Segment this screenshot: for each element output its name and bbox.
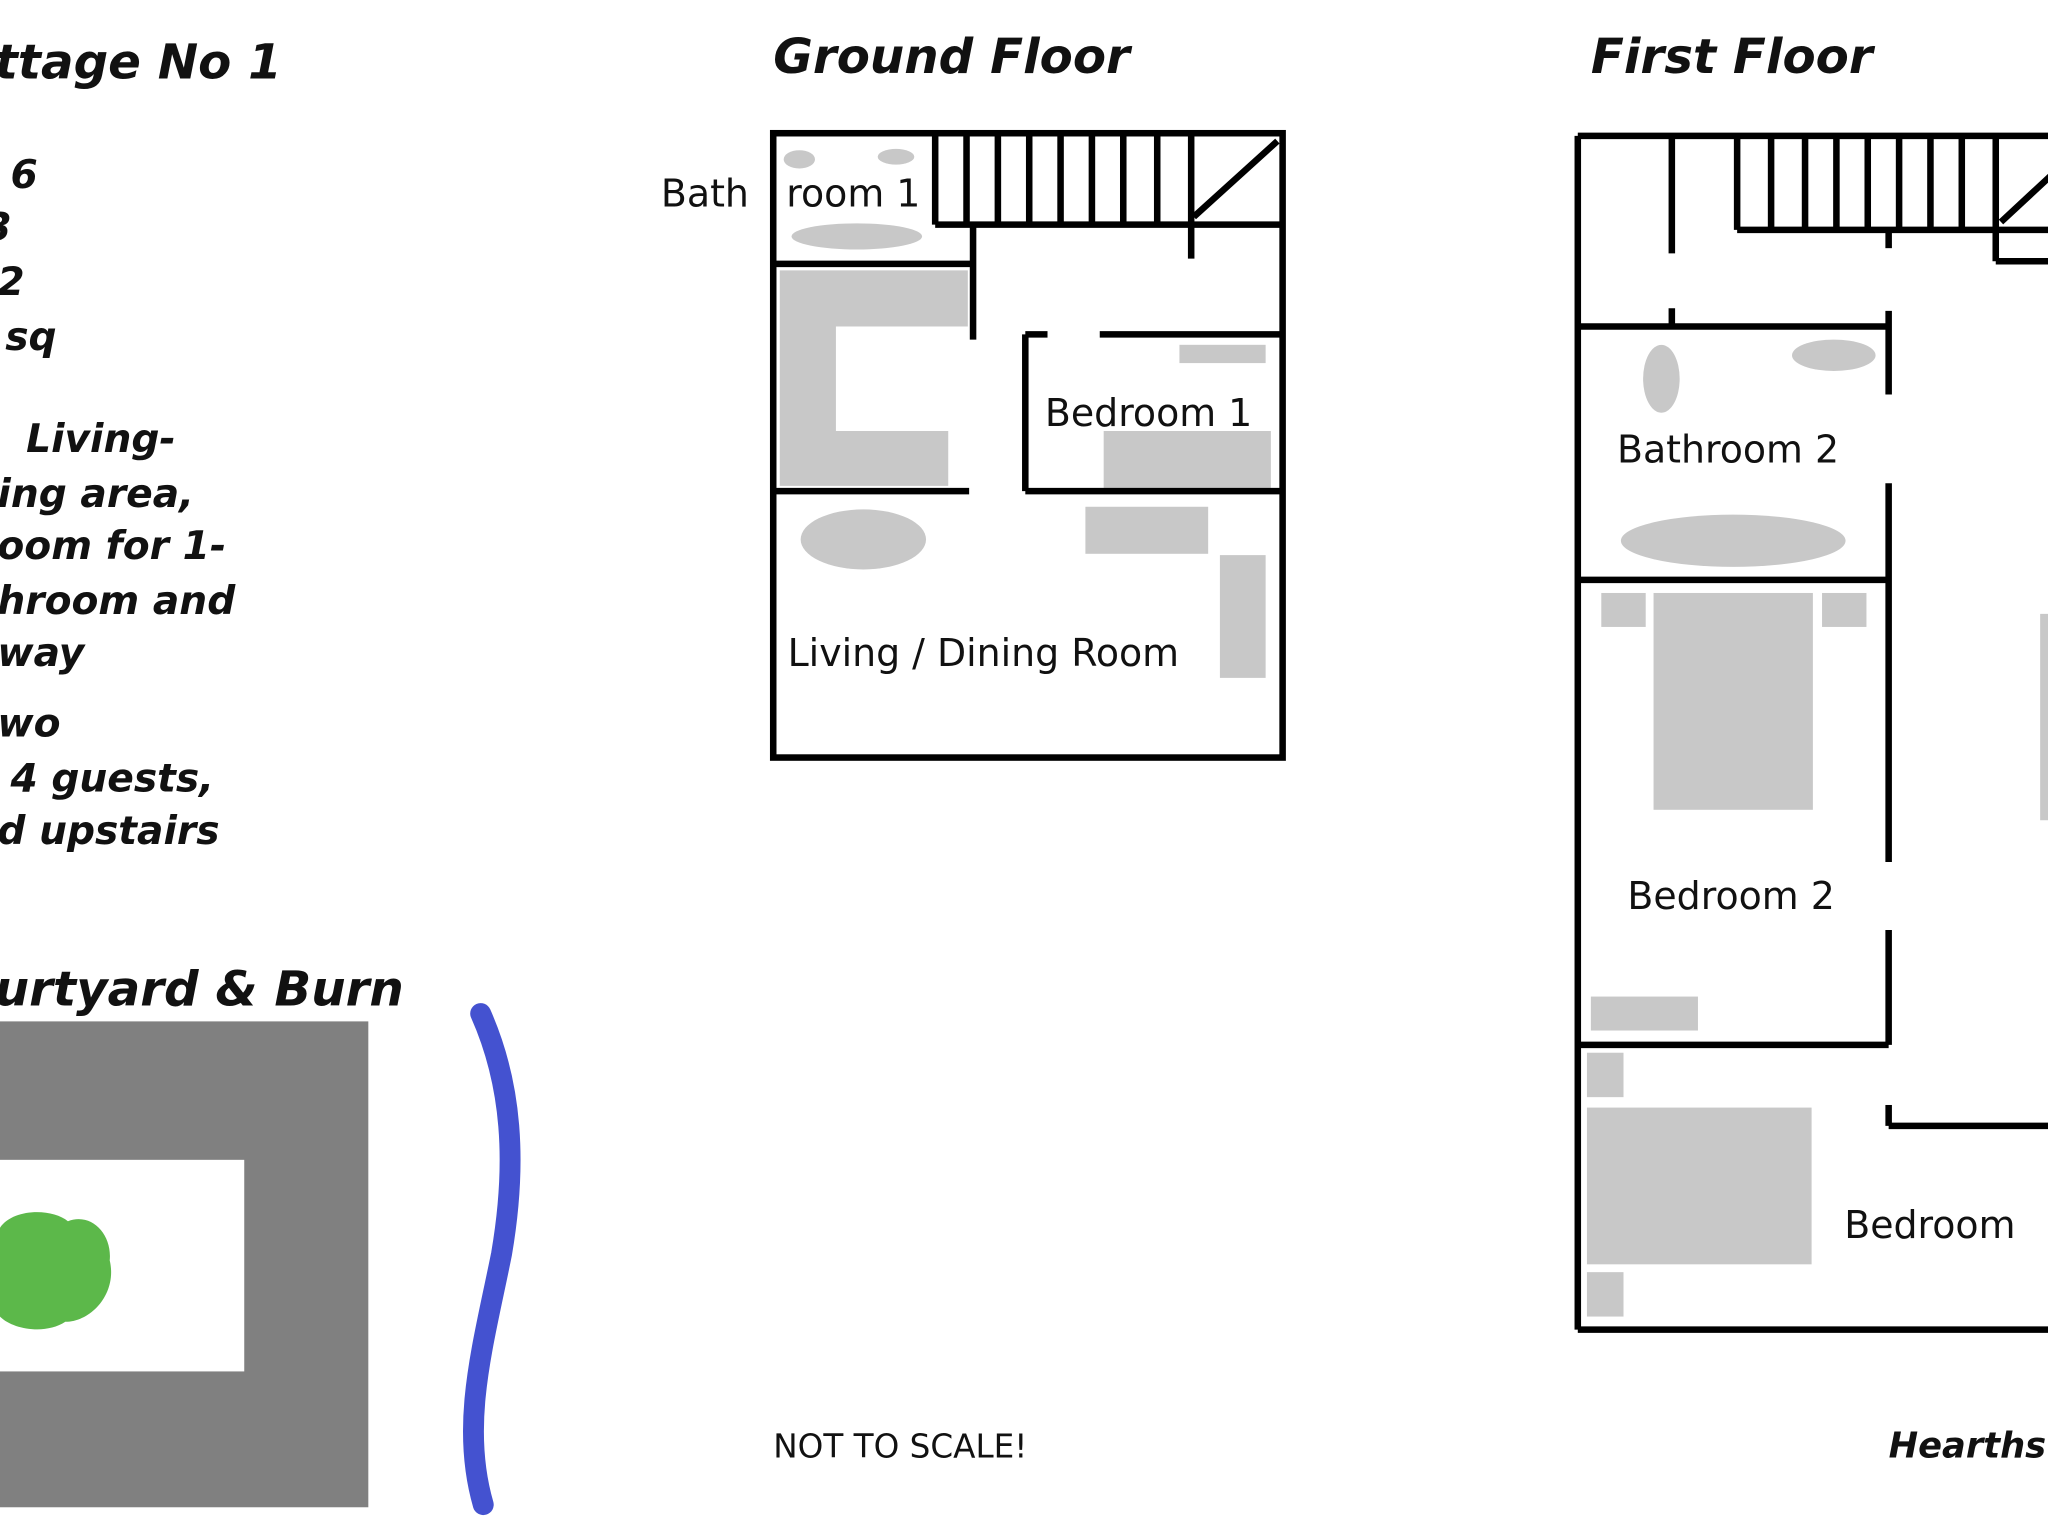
gf-room-label-room1: room 1 xyxy=(786,171,920,215)
ff-bedside-right xyxy=(1822,592,1867,627)
ff-double-bed xyxy=(1653,592,1813,810)
ff-sink xyxy=(1643,344,1680,413)
gf-sideboard xyxy=(1085,506,1209,554)
info-line-6: ing area, xyxy=(0,472,194,517)
first-floor-plan xyxy=(1574,132,2048,1333)
info-line-3: 2 xyxy=(0,260,25,305)
info-line-12: d upstairs xyxy=(0,809,220,854)
info-line-9: way xyxy=(0,631,86,676)
ff-toilet xyxy=(1791,339,1876,371)
gf-staircase xyxy=(963,135,1283,259)
courtyard-plan xyxy=(0,1021,369,1508)
gf-bed xyxy=(1103,431,1271,489)
first-floor-heading: First Floor xyxy=(1591,29,1876,85)
info-line-7: oom for 1- xyxy=(0,524,226,569)
info-line-2: 3 xyxy=(0,205,12,250)
courtyard-tree xyxy=(0,1212,112,1330)
gf-bedroom1-shelf xyxy=(1179,344,1266,364)
gf-outer-wall xyxy=(769,129,1286,761)
info-line-8: hroom and xyxy=(0,579,236,624)
gf-room-label-living: Living / Dining Room xyxy=(788,631,1179,675)
ff-room-label-bedroom2: Bedroom 2 xyxy=(1627,874,1834,918)
cottage-title: ttage No 1 xyxy=(0,34,282,90)
ff-bed-3 xyxy=(1586,1107,1812,1265)
info-line-5: Living- xyxy=(26,417,176,462)
gf-toilet xyxy=(877,148,915,165)
gf-room-label-bedroom1: Bedroom 1 xyxy=(1045,391,1252,435)
ff-wardrobe-edge xyxy=(2040,613,2048,821)
ground-floor-heading: Ground Floor xyxy=(773,29,1133,85)
ff-bedside-3b xyxy=(1586,1272,1624,1317)
burn-stream xyxy=(462,1003,521,1516)
gf-kitchen-units xyxy=(779,270,968,486)
ff-staircase xyxy=(1767,135,2048,265)
ff-bedside-left xyxy=(1601,592,1646,627)
gf-room-label-bath: Bath xyxy=(661,171,749,215)
ff-room-label-bedroom3: Bedroom xyxy=(1844,1203,2015,1247)
gf-dining-table xyxy=(800,509,927,570)
info-line-11: 4 guests, xyxy=(9,757,214,802)
courtyard-heading: urtyard & Burn xyxy=(0,962,404,1018)
ff-bath xyxy=(1620,514,1846,567)
gf-bath xyxy=(791,223,923,250)
info-line-1: 6 xyxy=(10,153,37,198)
gf-sofa xyxy=(1219,555,1266,678)
ground-floor-plan xyxy=(769,129,1286,761)
ff-room-label-bathroom2: Bathroom 2 xyxy=(1617,427,1839,471)
gf-sink xyxy=(783,150,816,169)
ff-dresser xyxy=(1590,996,1698,1031)
signature-text: Hearths xyxy=(1889,1426,2047,1467)
ff-bedside-3a xyxy=(1586,1052,1624,1098)
not-to-scale-note: NOT TO SCALE! xyxy=(773,1428,1027,1466)
info-line-10: wo xyxy=(0,702,60,747)
info-line-4: sq xyxy=(5,315,56,360)
